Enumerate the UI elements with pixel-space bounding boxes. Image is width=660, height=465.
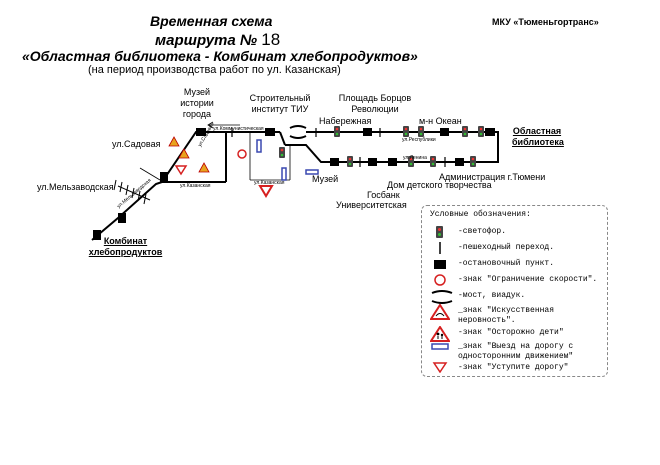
stop-marker — [196, 128, 206, 136]
bridge-icon — [289, 125, 307, 139]
street-label-lenina: ул.Ленина — [403, 155, 427, 161]
give-way-sign-icon — [174, 165, 188, 176]
traffic-light-icon — [462, 126, 468, 137]
one-way-exit-sign-icon — [281, 167, 287, 181]
legend-text: -остановочный пункт. — [458, 259, 555, 268]
stop-label-oblast-library: Областная библиотека — [512, 126, 564, 147]
stop-label-administration: Администрация г.Тюмени — [439, 172, 546, 182]
give-way-sign-icon — [258, 185, 274, 198]
stop-marker — [118, 213, 126, 223]
speed-limit-sign-icon — [237, 149, 247, 159]
stop-label-tiu: Строительный институт ТИУ — [249, 93, 311, 114]
stop-label-gosbank: Госбанк — [367, 190, 400, 200]
traffic-light-icon — [430, 156, 436, 167]
children-sign-icon — [430, 326, 450, 342]
traffic-light-icon — [279, 147, 285, 158]
title-line-2: маршрута № 18 — [155, 30, 280, 50]
stop-marker — [455, 158, 464, 166]
stop-label-dom-tvorchestva: Дом детского творчества — [387, 180, 492, 190]
legend-text: _знак "Искусственная неровность". — [458, 306, 555, 325]
traffic-light-icon — [418, 126, 424, 137]
stop-label-ploshchad-bortsov: Площадь Борцов Революции — [338, 93, 412, 114]
crosswalk-icon — [439, 242, 441, 254]
traffic-light-icon — [478, 126, 484, 137]
warning-signs — [168, 136, 210, 173]
traffic-light-icon — [470, 156, 476, 167]
stop-marker — [265, 128, 275, 136]
stop-marker — [363, 128, 372, 136]
one-way-exit-sign-icon — [305, 169, 319, 175]
speed-bump-sign-icon — [198, 162, 210, 173]
street-label-melzavodskaya: ул.Мельзаводская — [37, 182, 114, 192]
route-number: 18 — [261, 30, 281, 49]
street-label-sadovaya: ул.Садовая — [112, 139, 161, 149]
street-label-kommunisticheskaya: ул.Коммунистическая — [213, 126, 264, 132]
traffic-light-icon — [436, 226, 443, 238]
stop-marker — [93, 230, 101, 240]
speed-bump-sign-icon — [430, 304, 450, 320]
traffic-lights — [279, 126, 484, 167]
one-way-exit-sign-icon — [431, 343, 449, 350]
map-legend: Условные обозначения: -светофор. -пешехо… — [421, 205, 608, 377]
stop-label-muzey: Музей — [312, 174, 339, 184]
crosswalks — [231, 128, 446, 167]
legend-text: -светофор. — [458, 227, 507, 236]
stop-label-kombinat: Комбинат хлебопродуктов — [88, 236, 163, 257]
legend-text: _знак "Выезд на дорогу с односторонним д… — [458, 342, 574, 361]
traffic-light-icon — [408, 156, 414, 167]
street-label-kazanskaya-1: ул.Казанская — [180, 183, 211, 189]
street-label-respubliki: ул.Республики — [402, 137, 436, 143]
traffic-light-icon — [334, 126, 340, 137]
speed-limit-sign-icon — [434, 274, 446, 286]
stop-label-museum-history: Музей истории города — [180, 87, 214, 119]
street-label-kazanskaya-2: ул.Казанская — [254, 180, 285, 186]
one-way-exit-sign-icon — [256, 139, 262, 153]
stop-marker — [368, 158, 377, 166]
give-way-sign-icon — [432, 362, 448, 373]
stop-label-okean: м-н Океан — [419, 116, 462, 126]
stop-marker — [330, 158, 339, 166]
organization-name: МКУ «Тюменьгортранс» — [492, 17, 599, 27]
legend-text: -знак "Ограничение скорости". — [458, 275, 598, 284]
legend-text: -знак "Уступите дорогу" — [458, 363, 569, 372]
legend-text: -мост, виадук. — [458, 291, 526, 300]
stop-marker — [160, 172, 168, 183]
speed-bump-sign-icon — [168, 136, 180, 147]
traffic-light-icon — [403, 126, 409, 137]
stop-label-universitetskaya: Университетская — [336, 200, 407, 210]
stop-marker — [485, 128, 495, 136]
stop-marker — [388, 158, 397, 166]
legend-text: -знак "Осторожно дети" — [458, 328, 564, 337]
bridge-icon — [431, 290, 453, 304]
stop-marker — [440, 128, 449, 136]
one-way-signs — [256, 139, 319, 181]
give-way-signs — [174, 165, 274, 198]
title-line-1: Временная схема — [150, 13, 273, 29]
stop-label-naberezhnaya: Набережная — [319, 116, 372, 126]
subtitle: (на период производства работ по ул. Каз… — [88, 64, 341, 76]
title-route-prefix: маршрута № — [155, 32, 258, 49]
legend-text: -пешеходный переход. — [458, 243, 555, 252]
legend-title: Условные обозначения: — [430, 210, 531, 219]
traffic-light-icon — [347, 156, 353, 167]
railway-hatch — [113, 179, 151, 205]
title-line-3: «Областная библиотека - Комбинат хлебопр… — [22, 48, 418, 64]
bus-stops — [93, 128, 495, 240]
direction-arrow-icon — [207, 121, 240, 129]
speed-limit-signs — [237, 149, 247, 159]
bus-stop-icon — [434, 260, 446, 269]
children-sign-icon — [178, 148, 190, 159]
